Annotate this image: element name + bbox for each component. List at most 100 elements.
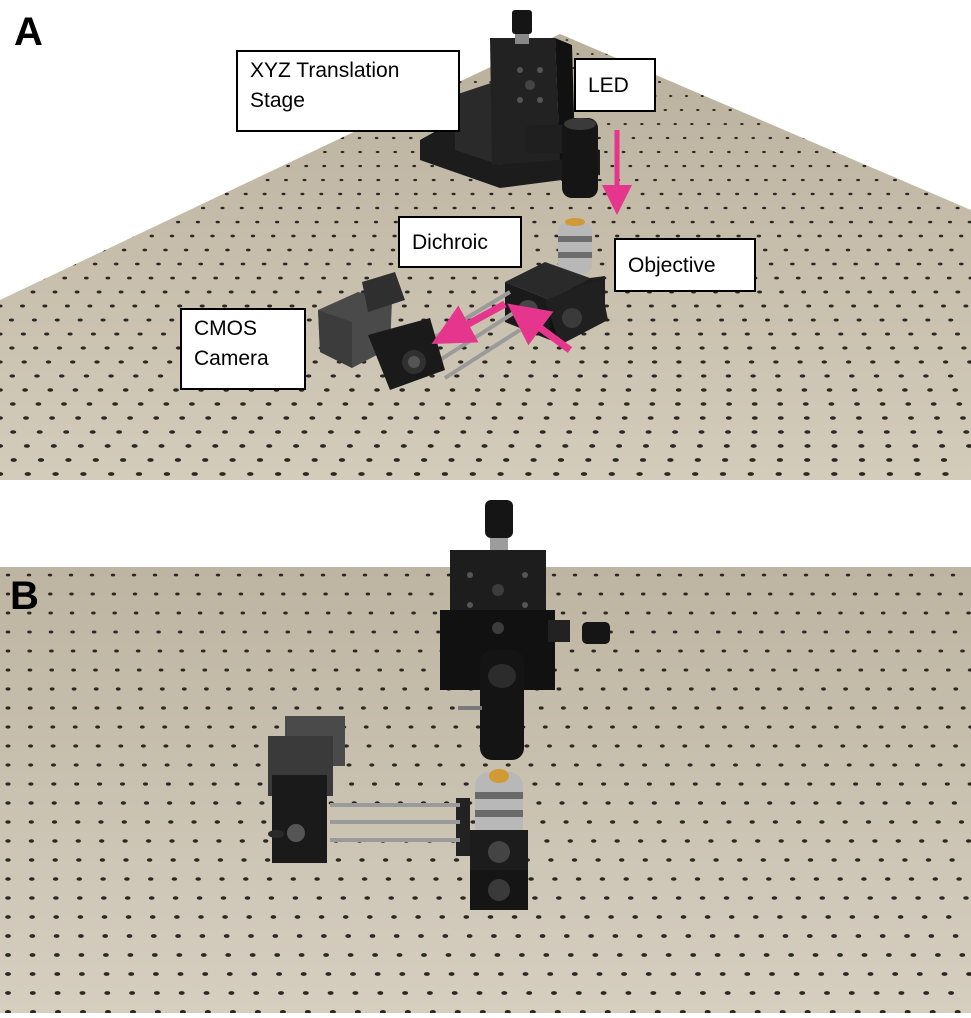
table-hole [53,915,60,919]
table-hole [659,192,664,196]
table-hole [132,304,138,308]
table-hole [619,53,623,55]
table-hole [114,649,119,653]
table-hole [181,206,186,210]
table-hole [321,934,327,938]
table-hole [99,858,106,862]
table-hole [940,458,948,462]
table-hole [954,1010,961,1013]
table-hole [874,178,879,182]
table-hole [848,991,855,995]
table-hole [176,953,183,957]
table-hole [698,332,704,336]
table-hole [126,934,133,938]
table-hole [62,276,68,280]
table-hole [391,136,396,140]
table-hole [276,972,283,976]
table-hole [429,1010,436,1013]
table-hole [710,611,715,615]
table-hole [85,53,89,55]
table-hole [598,592,604,596]
table-hole [355,39,359,41]
table-hole [127,276,132,280]
table-hole [820,206,825,210]
table-hole [27,706,33,710]
table-hole [347,611,352,615]
table-hole [237,136,242,140]
table-hole [27,725,33,729]
table-hole [202,972,209,976]
table-hole [593,39,597,41]
table-hole [186,53,190,55]
table-hole [806,122,811,126]
table-hole [803,39,807,41]
table-hole [100,877,106,881]
table-hole [966,53,970,55]
table-hole [698,573,704,577]
table-hole [699,346,705,350]
table-hole [855,934,862,938]
table-hole [492,290,498,294]
table-hole [198,262,204,266]
table-hole [391,763,398,767]
table-hole [147,877,154,881]
table-hole [909,630,915,634]
table-hole [669,95,673,97]
table-hole [651,332,657,336]
table-hole [93,668,98,672]
table-hole [99,839,105,843]
table-hole [953,95,957,97]
table-hole [228,178,233,182]
table-hole [858,458,866,462]
table-hole [190,801,196,805]
table-hole [393,402,400,406]
table-hole [341,573,347,577]
table-hole [328,630,334,634]
table-hole [744,150,749,154]
table-hole [749,668,754,672]
table-hole [397,39,401,41]
table-hole [845,630,850,634]
table-hole [744,332,750,336]
table-hole [719,972,726,976]
table-hole [407,276,413,280]
table-hole [676,360,682,364]
table-hole [622,687,628,691]
table-hole [758,934,765,938]
table-hole [393,630,398,634]
table-hole [763,95,768,97]
table-hole [6,150,11,154]
table-hole [0,444,4,448]
table-hole [740,573,746,577]
table-hole [713,858,719,862]
table-hole [0,416,3,420]
table-hole [895,592,900,596]
table-hole [165,150,169,154]
table-hole [651,801,657,805]
label-led-text: LED [588,74,629,97]
table-hole [866,630,872,634]
table-hole [409,877,415,881]
table-hole [50,262,56,266]
table-hole [697,801,704,805]
table-hole [563,934,570,938]
table-hole [865,53,869,55]
table-hole [132,592,138,596]
table-hole [929,1010,936,1013]
table-hole [259,801,265,805]
table-hole [268,896,275,900]
table-hole [884,67,888,69]
table-hole [830,782,836,786]
table-hole [452,206,457,210]
table-hole [109,304,115,308]
table-hole [436,630,441,634]
table-hole [5,934,11,938]
table-hole [408,592,413,596]
table-hole [661,839,667,843]
table-hole [302,472,310,476]
table-hole [387,416,394,420]
table-hole [121,820,127,824]
table-hole [849,706,855,710]
table-hole [688,81,692,83]
table-hole [787,318,793,322]
